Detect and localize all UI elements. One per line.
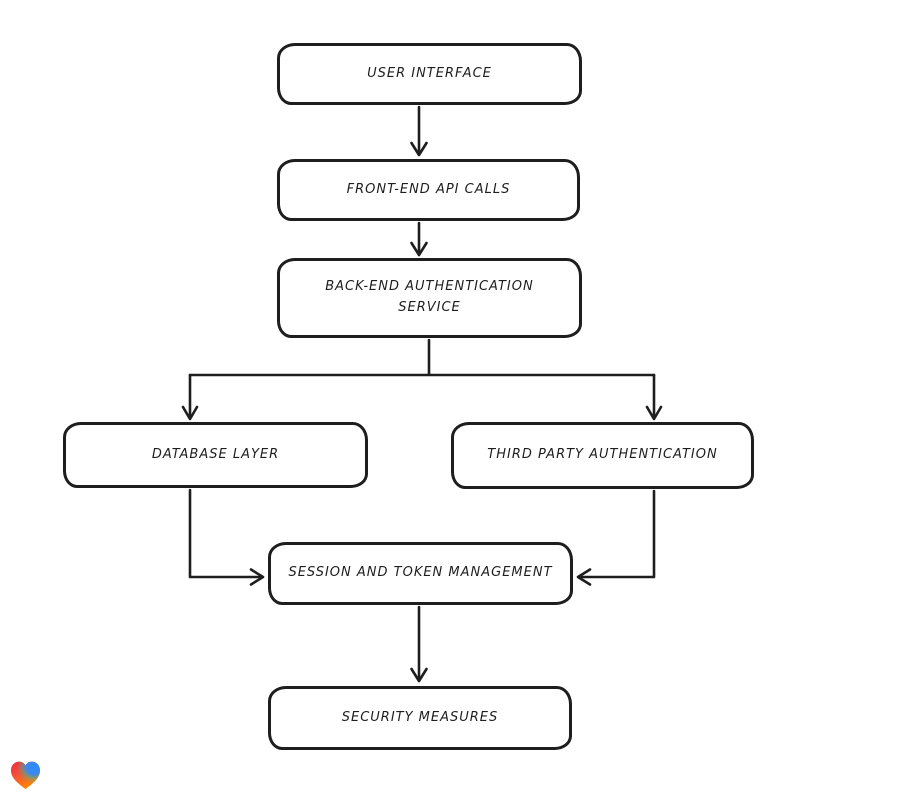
heart-icon xyxy=(10,761,41,790)
edge-session-to-security xyxy=(410,605,428,683)
heart-logo-badge[interactable] xyxy=(10,760,41,791)
arrowhead-down-icon xyxy=(410,141,428,157)
node-label: THIRD PARTY AUTHENTICATION xyxy=(487,447,718,463)
arrowhead-down-icon xyxy=(410,241,428,257)
edge-database-to-session xyxy=(188,488,265,586)
node-label: DATABASE LAYER xyxy=(151,446,280,462)
edge-front-end-to-back-end xyxy=(410,221,428,257)
edge-line xyxy=(579,489,656,579)
arrowhead-down-icon xyxy=(410,667,428,683)
node-database-layer: DATABASE LAYER xyxy=(63,422,368,488)
edge-back-end-branch xyxy=(181,338,663,421)
node-label: SESSION AND TOKEN MANAGEMENT xyxy=(288,565,553,581)
node-session-and-token-management: SESSION AND TOKEN MANAGEMENT xyxy=(268,542,573,605)
arrowhead-down-icon xyxy=(645,405,663,421)
node-front-end-api-calls: FRONT-END API CALLS xyxy=(277,159,580,221)
node-label: BACK-END AUTHENTICATION SERVICE xyxy=(325,279,534,315)
node-third-party-authentication: THIRD PARTY AUTHENTICATION xyxy=(451,422,754,489)
node-back-end-authentication-service: BACK-END AUTHENTICATION SERVICE xyxy=(277,258,582,338)
node-label: FRONT-END API CALLS xyxy=(346,181,511,197)
node-label: SECURITY MEASURES xyxy=(341,709,499,725)
node-label: USER INTERFACE xyxy=(367,65,492,81)
arrowhead-left-icon xyxy=(576,568,592,586)
node-user-interface: USER INTERFACE xyxy=(277,43,582,105)
edge-line xyxy=(188,338,656,377)
edge-third-party-to-session xyxy=(576,489,656,586)
node-security-measures: SECURITY MEASURES xyxy=(268,686,572,750)
edge-user-interface-to-front-end xyxy=(410,105,428,157)
edge-line xyxy=(188,488,262,579)
arrowhead-down-icon xyxy=(181,405,199,421)
arrowhead-right-icon xyxy=(249,568,265,586)
